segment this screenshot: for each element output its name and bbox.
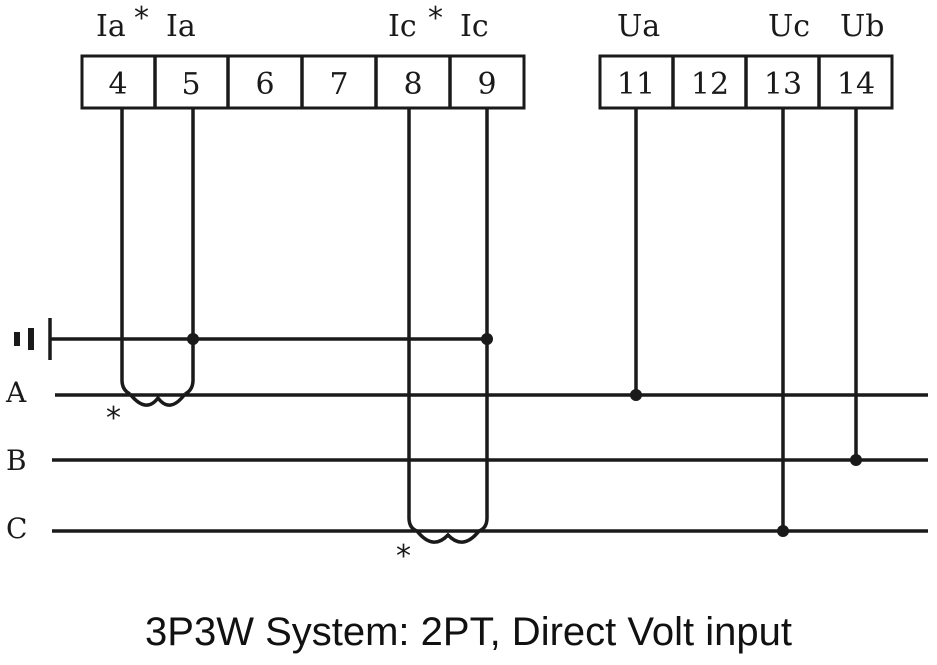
label-ia-star: Ia (96, 9, 126, 44)
phase-label-c: C (6, 512, 27, 545)
junction-dot-ground-5 (187, 333, 199, 345)
junction-dot-ua (630, 389, 642, 401)
terminal-14: 14 (837, 67, 875, 102)
phase-label-b: B (6, 444, 27, 477)
terminal-block-current: 4 5 6 7 8 9 (80, 54, 526, 110)
terminal-7: 7 (329, 67, 348, 102)
junction-dot-uc (777, 525, 789, 537)
current-transformer-a (120, 108, 195, 407)
label-ic-star-mark: * (428, 1, 443, 36)
terminal-6: 6 (255, 67, 274, 102)
label-ia: Ia (166, 9, 196, 44)
terminal-block-voltage: 11 12 13 14 (598, 54, 894, 110)
ct-a-polarity-mark: * (106, 401, 121, 436)
junction-dot-ub (850, 454, 862, 466)
terminal-4: 4 (108, 67, 127, 102)
label-ic-star: Ic (388, 9, 417, 44)
terminal-11: 11 (617, 67, 655, 102)
ct-c-polarity-mark: * (396, 539, 411, 574)
label-ic: Ic (460, 9, 489, 44)
current-transformer-c (407, 108, 489, 544)
ground-icon (14, 318, 52, 360)
junction-dot-ground-9 (481, 333, 493, 345)
diagram-caption: 3P3W System: 2PT, Direct Volt input (145, 610, 792, 654)
label-ua: Ua (617, 9, 660, 44)
terminal-5: 5 (181, 67, 200, 102)
phase-label-a: A (5, 376, 27, 409)
label-ub: Ub (840, 9, 885, 44)
terminal-9: 9 (477, 67, 496, 102)
terminal-8: 8 (403, 67, 422, 102)
terminal-12: 12 (691, 67, 729, 102)
terminal-13: 13 (764, 67, 802, 102)
label-ia-star-mark: * (134, 1, 149, 36)
label-uc: Uc (768, 9, 810, 44)
